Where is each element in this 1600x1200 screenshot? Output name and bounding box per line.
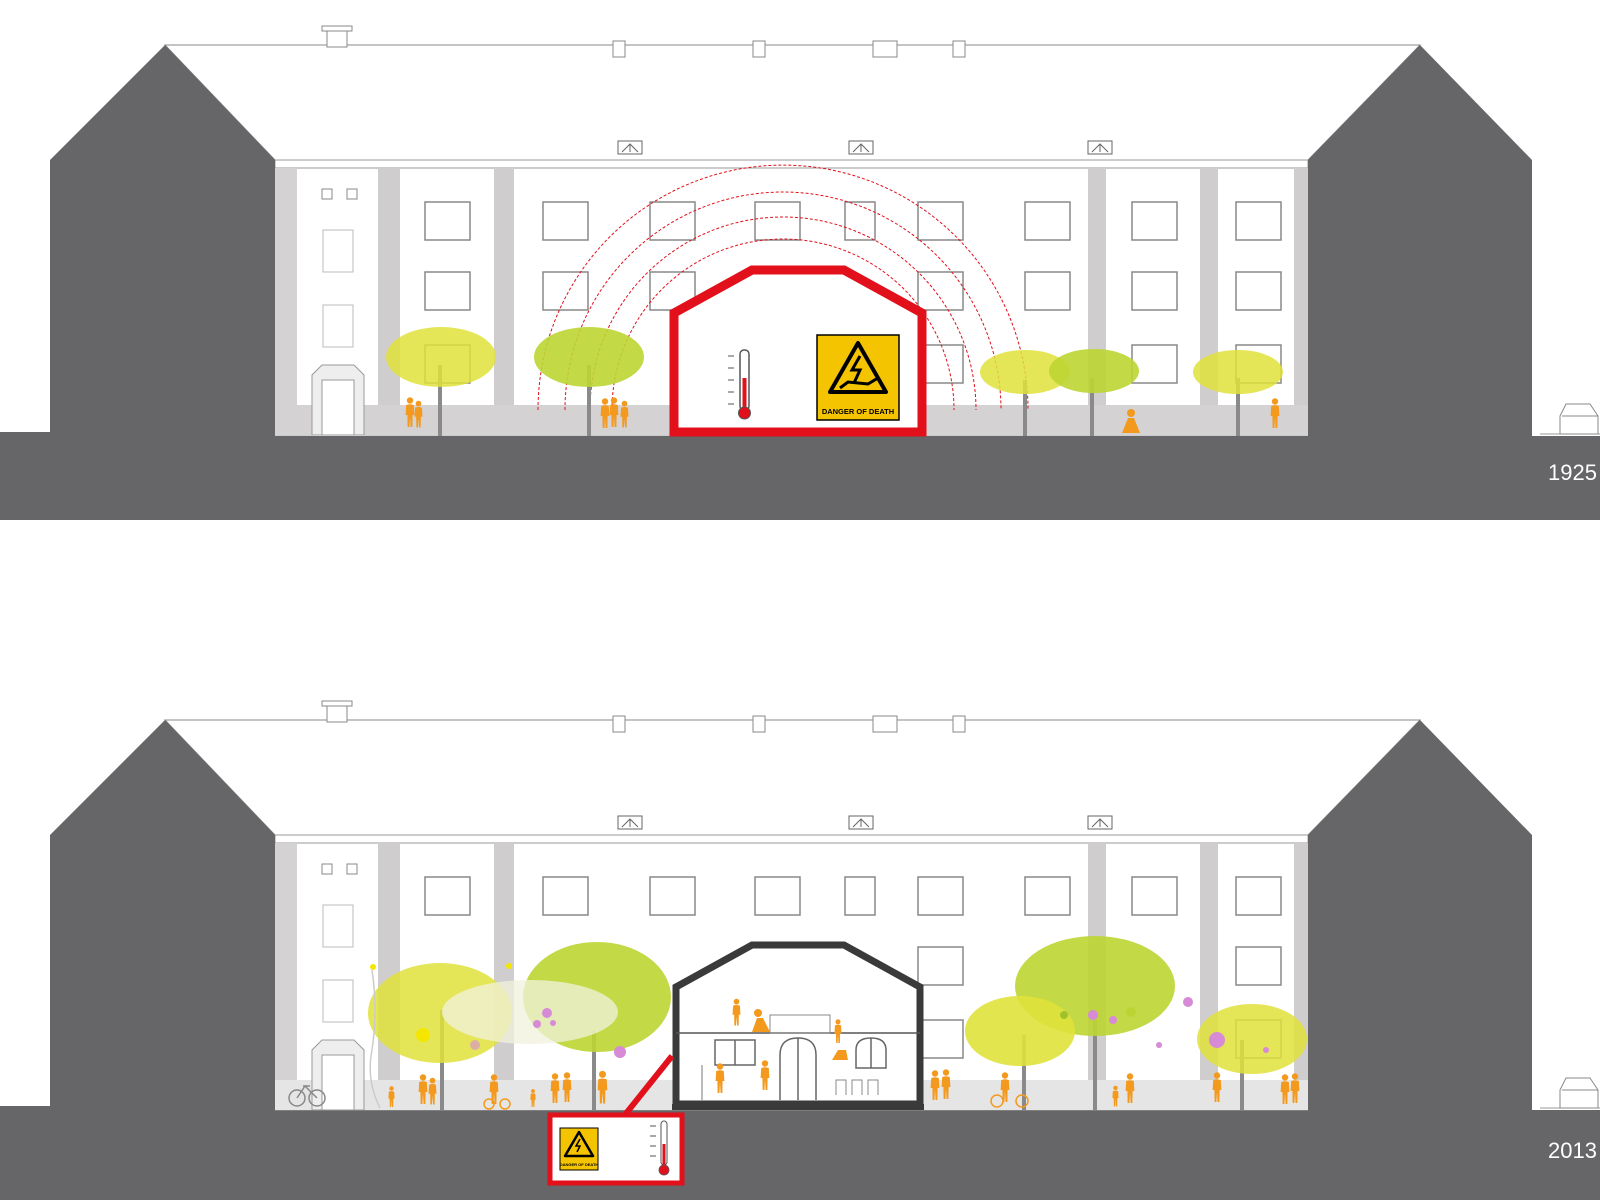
car-icon	[1559, 403, 1599, 435]
underground-substation: DANGER OF DEATH	[547, 1112, 685, 1186]
bicycle-icon	[483, 1094, 1029, 1110]
panel-1925: DANGER OF DEATH 1925	[0, 25, 1600, 520]
warning-sign-text: DANGER OF DEATH	[822, 407, 894, 416]
left-gable	[50, 45, 275, 436]
roof	[163, 700, 1422, 836]
tree	[386, 327, 496, 387]
ground-band	[0, 1110, 1600, 1200]
tree	[1049, 349, 1139, 393]
panel-2013: DANGER OF DEATH 2013	[0, 700, 1600, 1200]
dormer-window-icon	[617, 815, 643, 830]
community-pavilion-2013	[672, 941, 924, 1110]
substation-hazard-1925: DANGER OF DEATH	[669, 265, 927, 437]
tree	[980, 350, 1070, 394]
high-voltage-warning-icon: DANGER OF DEATH	[816, 334, 900, 421]
tree	[534, 327, 644, 387]
car-icon	[1559, 1077, 1599, 1109]
dormer-window-icon	[617, 140, 643, 155]
canopy-overlay	[442, 980, 618, 1044]
high-voltage-warning-icon: DANGER OF DEATH	[559, 1127, 599, 1171]
thermometer-icon	[650, 1120, 670, 1176]
radiation-arcs	[537, 164, 1029, 411]
left-gable	[50, 720, 275, 1110]
thermometer-icon	[728, 349, 751, 420]
right-gable	[1308, 720, 1532, 1110]
ground-band	[0, 436, 1600, 520]
year-label: 2013	[1548, 1138, 1597, 1163]
bicycle-icon	[288, 1084, 326, 1107]
year-label: 1925	[1548, 460, 1597, 485]
warning-sign-text: DANGER OF DEATH	[560, 1162, 599, 1167]
dormer-window-icon	[1087, 140, 1113, 155]
right-gable	[1308, 45, 1532, 436]
tree	[965, 996, 1075, 1066]
dormer-window-icon	[1087, 815, 1113, 830]
blossoms	[470, 997, 1269, 1058]
roof	[163, 25, 1422, 161]
dormer-window-icon	[848, 140, 874, 155]
trees	[386, 327, 1283, 436]
dormer-window-icon	[848, 815, 874, 830]
tree	[1193, 350, 1283, 394]
people	[405, 397, 1280, 433]
trees	[368, 936, 1307, 1110]
tree	[1197, 1004, 1307, 1074]
